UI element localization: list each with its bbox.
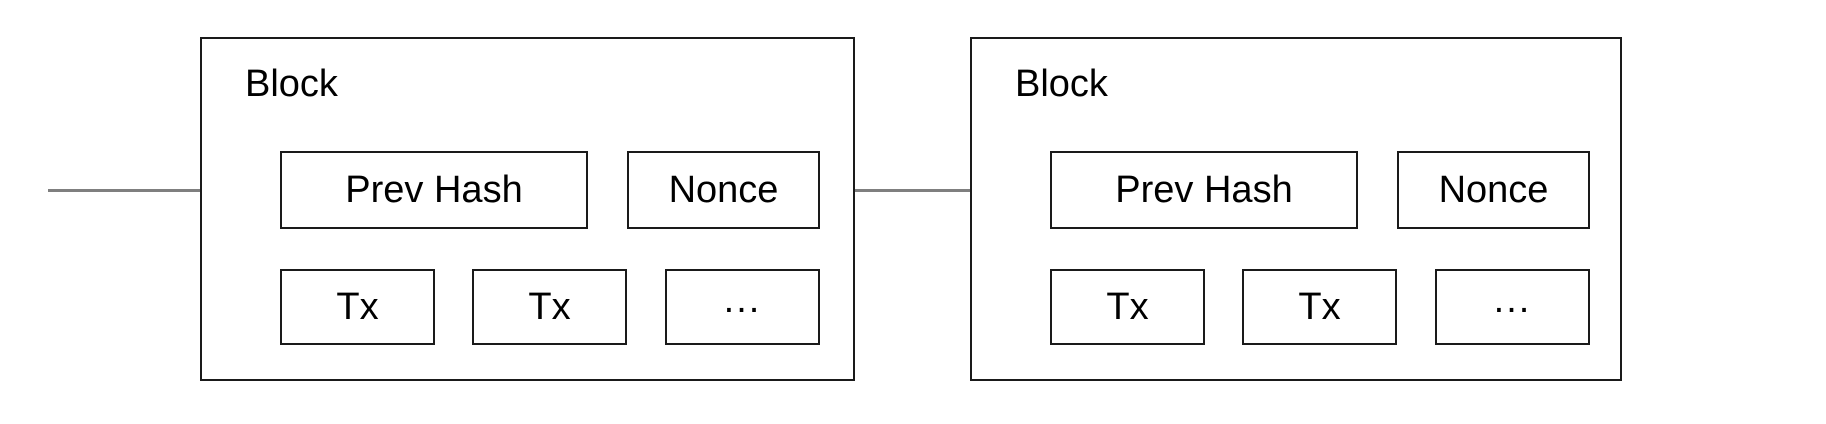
connector-line-incoming <box>48 189 234 192</box>
block-2-tx-field-1[interactable]: Tx <box>1050 269 1205 345</box>
block-1-tx-field-1[interactable]: Tx <box>280 269 435 345</box>
block-2[interactable]: Block Prev Hash Nonce Tx Tx ... <box>970 37 1622 381</box>
block-2-prev-hash-field[interactable]: Prev Hash <box>1050 151 1358 229</box>
block-2-tx-field-more[interactable]: ... <box>1435 269 1590 345</box>
block-2-nonce-field[interactable]: Nonce <box>1397 151 1590 229</box>
block-1-tx-field-2[interactable]: Tx <box>472 269 627 345</box>
block-1[interactable]: Block Prev Hash Nonce Tx Tx ... <box>200 37 855 381</box>
block-1-nonce-field[interactable]: Nonce <box>627 151 820 229</box>
connector-line-block1-to-block2 <box>855 189 1000 192</box>
block-1-tx-field-more[interactable]: ... <box>665 269 820 345</box>
block-2-label: Block <box>1015 63 1108 105</box>
block-1-label: Block <box>245 63 338 105</box>
block-2-tx-field-2[interactable]: Tx <box>1242 269 1397 345</box>
block-1-prev-hash-field[interactable]: Prev Hash <box>280 151 588 229</box>
